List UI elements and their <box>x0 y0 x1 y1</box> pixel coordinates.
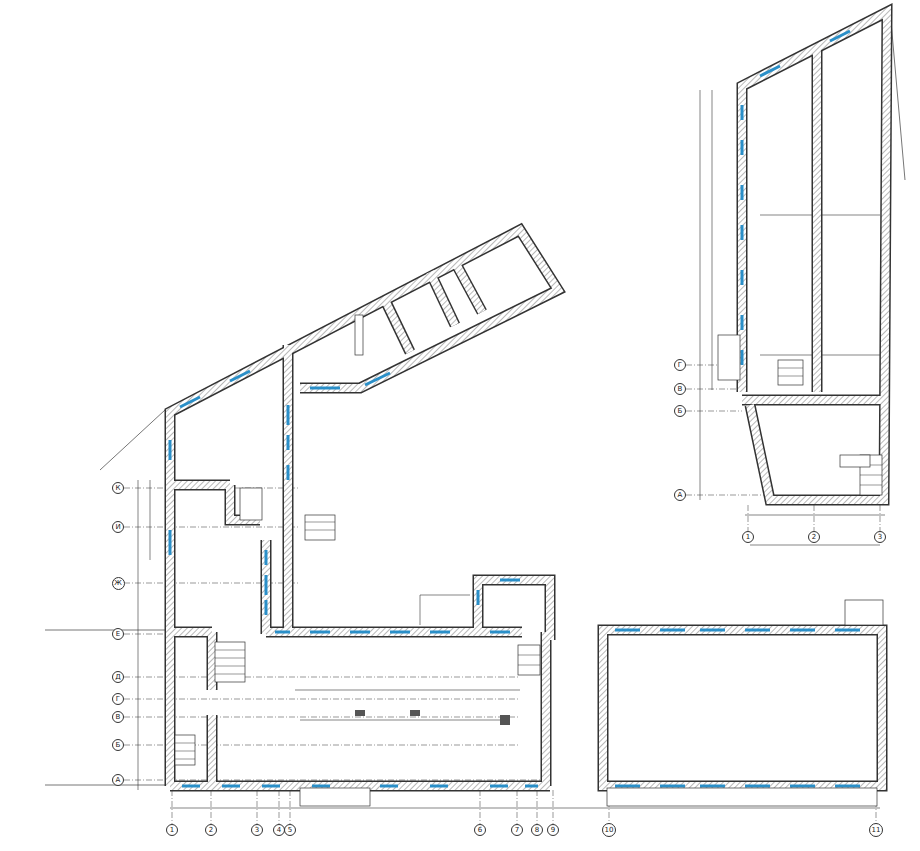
axis-bubble: Б <box>112 739 124 751</box>
axis-label: В <box>678 386 683 393</box>
axis-bubble: 7 <box>511 824 523 836</box>
axis-label: К <box>116 485 121 492</box>
axis-label: Д <box>115 674 120 681</box>
axis-label: И <box>115 524 120 531</box>
axis-bubble: Е <box>112 628 124 640</box>
axis-label: 1 <box>746 534 750 541</box>
axis-bubble: К <box>112 482 124 494</box>
window <box>170 31 860 786</box>
axis-bubble: И <box>112 521 124 533</box>
axis-label: А <box>116 777 121 784</box>
axis-label: 10 <box>605 827 614 834</box>
axis-label: 8 <box>535 827 539 834</box>
axis-label: 3 <box>255 827 259 834</box>
axis-bubble: 1 <box>742 531 754 543</box>
axis-bubble: Б <box>674 405 686 417</box>
axis-label: Г <box>678 362 682 369</box>
axis-label: 7 <box>515 827 519 834</box>
axis-label: 3 <box>878 534 882 541</box>
axis-label: 5 <box>288 827 292 834</box>
axis-bubble: 2 <box>808 531 820 543</box>
axis-label: В <box>116 714 121 721</box>
axis-label: Б <box>678 408 683 415</box>
axis-bubble: 3 <box>251 824 263 836</box>
axis-label: Б <box>116 742 121 749</box>
axis-bubble: Г <box>112 693 124 705</box>
axis-bubble: А <box>674 489 686 501</box>
axis-label: Г <box>116 696 120 703</box>
axis-bubble: В <box>112 711 124 723</box>
axis-bubble: Г <box>674 359 686 371</box>
axis-label: 4 <box>277 827 281 834</box>
axis-label: Е <box>116 631 120 638</box>
axis-bubble: 2 <box>205 824 217 836</box>
axis-bubble: 8 <box>531 824 543 836</box>
walls <box>170 12 887 786</box>
axis-bubble: 10 <box>602 823 616 837</box>
axis-bubble: 9 <box>547 824 559 836</box>
axis-bubble: А <box>112 774 124 786</box>
axis-bubble: 11 <box>869 823 883 837</box>
ground-line <box>45 10 905 785</box>
axis-label: 9 <box>551 827 555 834</box>
axis-bubble: Ж <box>112 577 125 590</box>
axis-bubble: 3 <box>874 531 886 543</box>
axis-label: 6 <box>478 827 482 834</box>
axis-bubble: 6 <box>474 824 486 836</box>
stair-steps <box>175 368 882 759</box>
axis-label: 1 <box>170 827 174 834</box>
dimension-line <box>138 90 885 808</box>
column <box>355 315 883 725</box>
axis-bubble: 1 <box>166 824 178 836</box>
stair <box>175 335 882 806</box>
axis-bubble: В <box>674 383 686 395</box>
axis-label: 2 <box>812 534 816 541</box>
axis-label: Ж <box>114 580 122 587</box>
axis-bubble: Д <box>112 671 124 683</box>
axis-label: 11 <box>872 827 881 834</box>
axis-label: 2 <box>209 827 213 834</box>
grid-axis <box>124 365 880 824</box>
axis-bubble: 5 <box>284 824 296 836</box>
axis-label: А <box>678 492 683 499</box>
